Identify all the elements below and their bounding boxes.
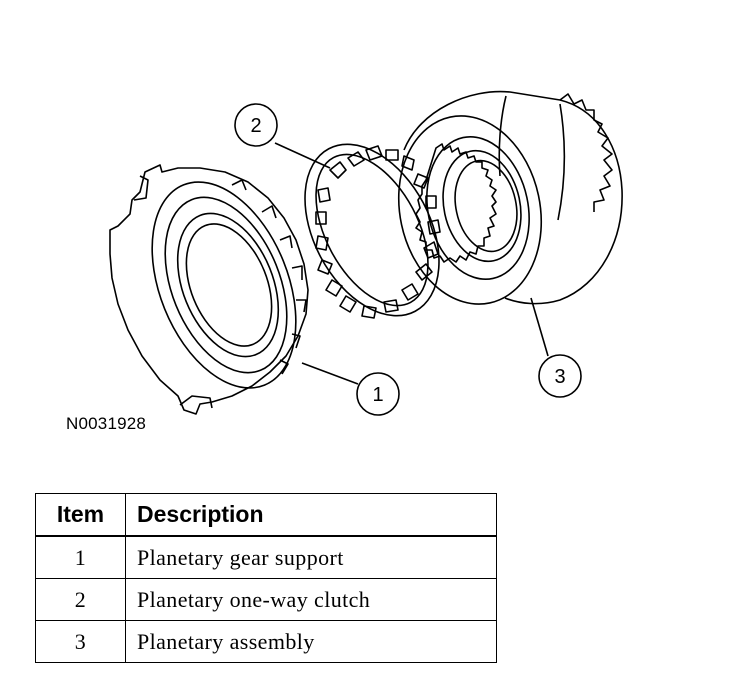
table-cell-description: Planetary gear support: [125, 535, 497, 579]
callout-label-3: 3: [554, 366, 565, 388]
leader-lines: [274, 142, 549, 385]
table-row: 1 Planetary gear support: [35, 535, 497, 579]
planetary-gear-support-drawing: [109, 164, 309, 415]
one-way-clutch-drawing: [304, 143, 441, 319]
table-cell-item: 1: [35, 535, 126, 579]
table-row: 2 Planetary one-way clutch: [35, 578, 497, 621]
callout-circle-3: [538, 354, 582, 398]
exploded-parts-illustration: 2 1 3: [109, 90, 623, 416]
table-header-row: Item Description: [35, 493, 497, 537]
table-cell-item: 3: [35, 620, 126, 663]
callout-label-1: 1: [372, 384, 383, 406]
callout-circle-1: [356, 372, 400, 416]
figure-id-label: N0031928: [66, 414, 147, 433]
table-row: 3 Planetary assembly: [35, 620, 497, 663]
callout-circle-2: [234, 103, 278, 147]
callout-label-2: 2: [250, 115, 261, 137]
table-cell-description: Planetary assembly: [125, 620, 497, 663]
planetary-assembly-drawing: [397, 90, 623, 305]
parts-table: Item Description 1 Planetary gear suppor…: [35, 493, 497, 663]
header-item: Item: [35, 493, 126, 537]
table-cell-description: Planetary one-way clutch: [125, 578, 497, 621]
header-description: Description: [125, 493, 497, 537]
table-cell-item: 2: [35, 578, 126, 621]
